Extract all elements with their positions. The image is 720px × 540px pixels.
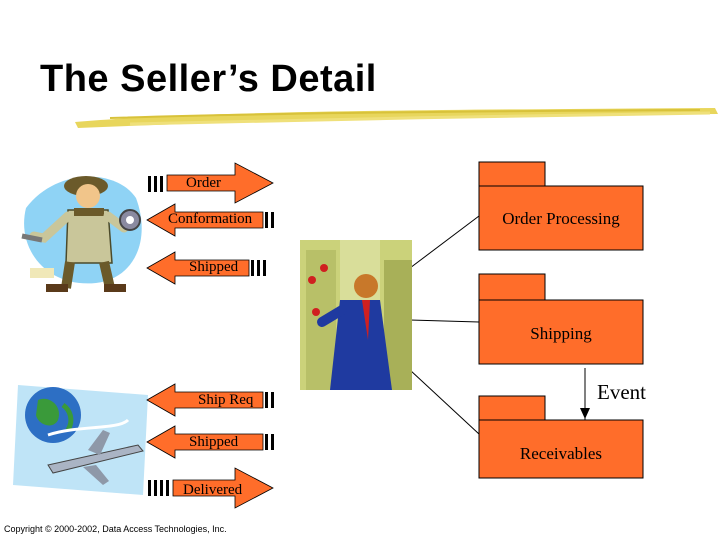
top-arrow-group (146, 162, 274, 285)
shipping-label: Shipping (530, 324, 592, 343)
conformation-label: Conformation (168, 211, 253, 227)
worker-clipart-icon (21, 176, 142, 292)
delivered-arrow (172, 467, 274, 509)
order-arrow (166, 162, 274, 204)
title-underline-swoosh (75, 108, 718, 128)
order-processing-package-tab (478, 161, 546, 187)
delivered-label: Delivered (183, 482, 243, 498)
receivables-label: Receivables (519, 444, 603, 463)
shipping-package-tab (478, 273, 546, 301)
ship-req-label: Ship Req (198, 392, 254, 408)
ship-req-arrow (146, 383, 264, 417)
event-label: Event (597, 380, 646, 404)
globe-airplane-clipart-icon (13, 385, 148, 495)
page-title: The Seller’s Detail (40, 58, 377, 100)
line-to-order-processing (409, 215, 480, 269)
event-arrowhead (580, 408, 590, 419)
receivables-package (478, 419, 644, 479)
shipped-bottom-label: Shipped (189, 434, 239, 450)
order-processing-package (478, 185, 644, 251)
order-label: Order (186, 175, 221, 191)
package-boxes (478, 161, 644, 479)
conformation-arrow (146, 203, 264, 237)
line-to-receivables (409, 369, 480, 435)
businessman-juggling-clipart-icon (300, 240, 412, 390)
shipped-top-label: Shipped (189, 259, 239, 275)
bottom-arrow-group (146, 383, 274, 509)
shipped-top-arrow (146, 251, 250, 285)
copyright-footer: Copyright © 2000-2002, Data Access Techn… (4, 524, 227, 534)
receivables-package-tab (478, 395, 546, 421)
shipped-bottom-arrow (146, 425, 264, 459)
line-to-shipping (409, 319, 480, 323)
order-processing-label: Order Processing (502, 209, 620, 228)
shipping-package (478, 299, 644, 365)
